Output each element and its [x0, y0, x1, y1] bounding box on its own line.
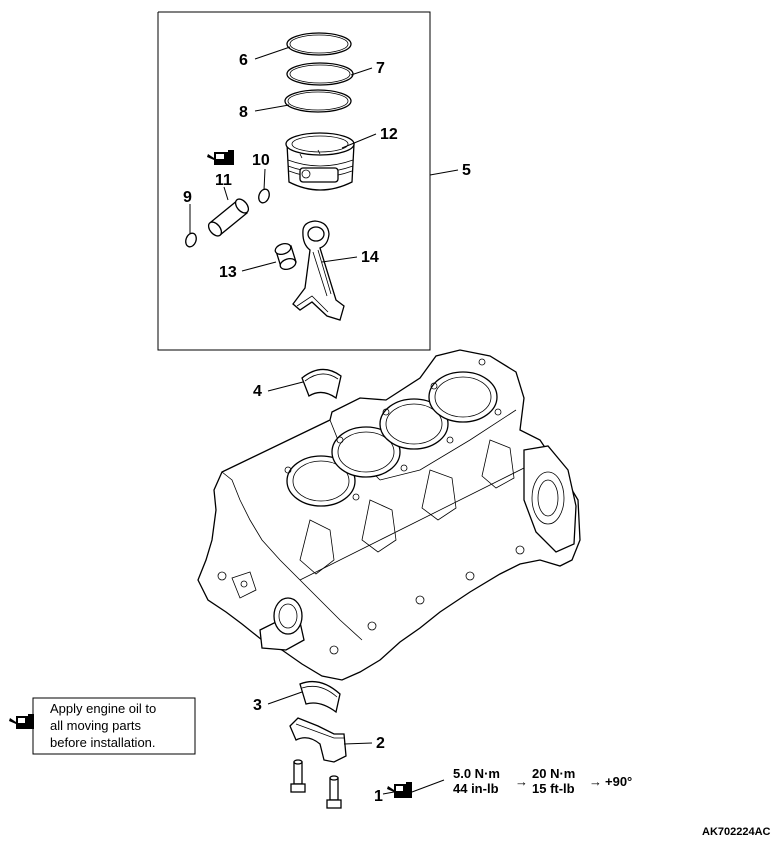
torque-step2-metric: 20 N·m	[532, 766, 575, 781]
note-line-1: Apply engine oil to	[50, 701, 156, 716]
torque-spec: 5.0 N·m 44 in-lb → 20 N·m 15 ft-lb → +90…	[453, 766, 632, 796]
piston-pin-snap-ring-10	[258, 188, 270, 204]
callout-13: 13	[219, 264, 237, 281]
figure-id: AK702224AC	[702, 826, 771, 838]
note-line-2: all moving parts	[50, 718, 142, 733]
piston-assembly-frame	[157, 11, 431, 351]
oil-can-icon	[387, 782, 412, 798]
connecting-rod	[292, 220, 345, 321]
callout-5: 5	[462, 162, 471, 179]
torque-step3-angle: +90°	[605, 774, 632, 789]
main-bearing-cap	[289, 717, 347, 763]
callout-10: 10	[252, 152, 270, 169]
note-line-3: before installation.	[50, 735, 156, 750]
upper-main-bearing	[301, 368, 342, 400]
engine-oil-note: Apply engine oil to all moving parts bef…	[32, 697, 196, 755]
torque-step1-metric: 5.0 N·m	[453, 766, 500, 781]
torque-step2-imperial: 15 ft-lb	[532, 781, 575, 796]
piston-pin	[207, 198, 250, 237]
oil-can-icon	[9, 714, 34, 729]
piston-pin-snap-ring-9	[185, 232, 197, 248]
callout-1: 1	[374, 788, 383, 805]
callout-2: 2	[376, 735, 385, 752]
callout-7: 7	[376, 60, 385, 77]
callout-14: 14	[361, 249, 379, 266]
torque-step1-imperial: 44 in-lb	[453, 781, 499, 796]
piston	[285, 132, 355, 191]
arrow-icon: →	[515, 774, 528, 789]
callout-6: 6	[239, 52, 248, 69]
arrow-icon: →	[589, 774, 602, 789]
piston-ring-7	[286, 62, 354, 86]
oil-can-icon	[207, 150, 234, 165]
bearing-cap-bolt	[290, 759, 342, 809]
piston-ring-8	[284, 89, 352, 113]
callout-4: 4	[253, 383, 262, 400]
piston-ring-6	[286, 32, 352, 56]
callout-11: 11	[215, 172, 232, 189]
leader-lines	[189, 46, 459, 795]
cylinder-block	[197, 349, 581, 681]
callout-8: 8	[239, 104, 248, 121]
connecting-rod-bushing	[274, 242, 297, 271]
callout-12: 12	[380, 126, 398, 143]
callout-9: 9	[183, 189, 192, 206]
callout-3: 3	[253, 697, 262, 714]
lower-main-bearing	[299, 680, 341, 714]
